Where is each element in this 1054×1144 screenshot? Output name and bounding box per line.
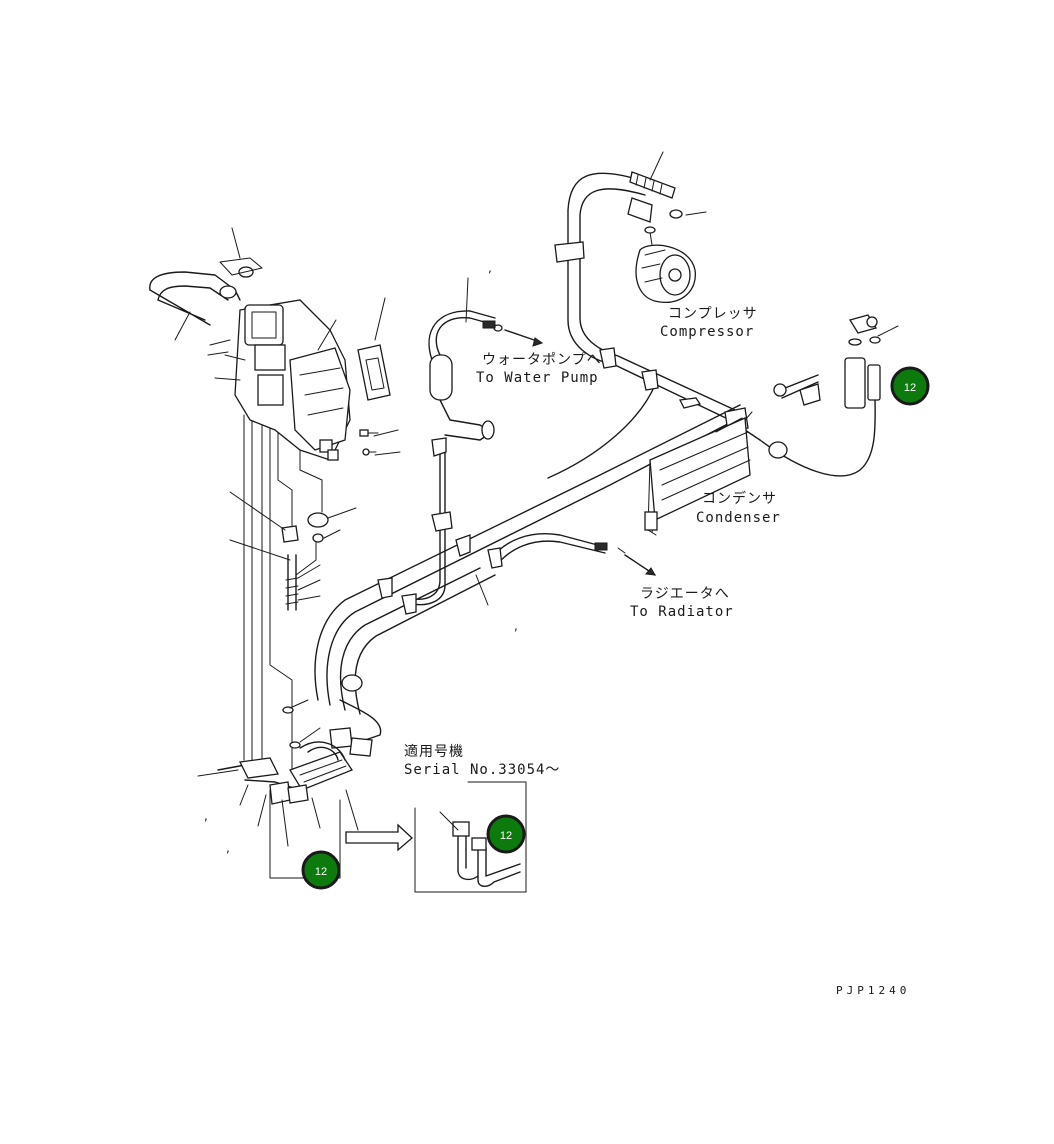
label-condenser: コンデンサ Condenser [696, 490, 781, 526]
compressor-fitting [627, 171, 683, 223]
label-compressor: コンプレッサ Compressor [660, 306, 758, 340]
callout-badge-circle[interactable] [890, 366, 930, 406]
compressor-label-en: Compressor [660, 324, 754, 340]
heater-unit [207, 299, 351, 461]
bolts [359, 429, 379, 456]
label-water-pump: ウォータポンプへ To Water Pump [476, 352, 602, 386]
refrigerant-hose-main [314, 404, 746, 746]
receiver-hose [547, 384, 876, 479]
callout-badge-circle[interactable] [486, 814, 526, 854]
drawing-code: PJP1240 [836, 984, 910, 997]
heater-pipes [243, 414, 323, 776]
condenser-hose [773, 374, 821, 406]
callout-badge-circle[interactable] [301, 850, 341, 890]
compressor-label-jp: コンプレッサ [668, 306, 758, 322]
compressor [635, 226, 696, 304]
detail-arrow [345, 823, 413, 852]
water-pump-label-jp: ウォータポンプへ [482, 352, 602, 368]
bottom-pipe-assembly [217, 706, 353, 805]
water-pump-arrow [482, 320, 544, 347]
callout-number: 12 [500, 830, 512, 842]
condenser [644, 411, 753, 536]
serial-label-jp: 適用号機 [404, 743, 464, 760]
condenser-label-en: Condenser [696, 510, 781, 526]
radiator-label-jp: ラジエータへ [640, 586, 730, 602]
leader-lines [174, 151, 899, 847]
seal-pad [357, 344, 391, 401]
receiver-dryer [844, 314, 881, 409]
callout-badge[interactable]: 12 [890, 366, 930, 406]
condenser-label-jp: コンデンサ [702, 490, 777, 507]
detail-box [414, 781, 527, 893]
label-radiator: ラジエータへ To Radiator [630, 586, 734, 620]
comma-mark: , [514, 619, 518, 633]
comma-mark: , [204, 809, 208, 823]
radiator-label-en: To Radiator [630, 604, 734, 620]
drain-hose [285, 533, 324, 611]
heater-duct-hose [149, 257, 263, 326]
comma-mark: , [488, 261, 492, 275]
water-pump-hose [409, 310, 496, 606]
serial-label-en: Serial No.33054～ [404, 762, 560, 778]
callout-number: 12 [904, 382, 916, 394]
callout-badge[interactable]: 12 [301, 850, 341, 890]
callout-badge[interactable]: 12 [486, 814, 526, 854]
radiator-hose [489, 533, 656, 576]
label-serial: 適用号機 Serial No.33054～ [404, 743, 560, 778]
callout-number: 12 [315, 866, 327, 878]
water-pump-label-en: To Water Pump [476, 370, 599, 386]
comma-mark: , [226, 841, 230, 855]
